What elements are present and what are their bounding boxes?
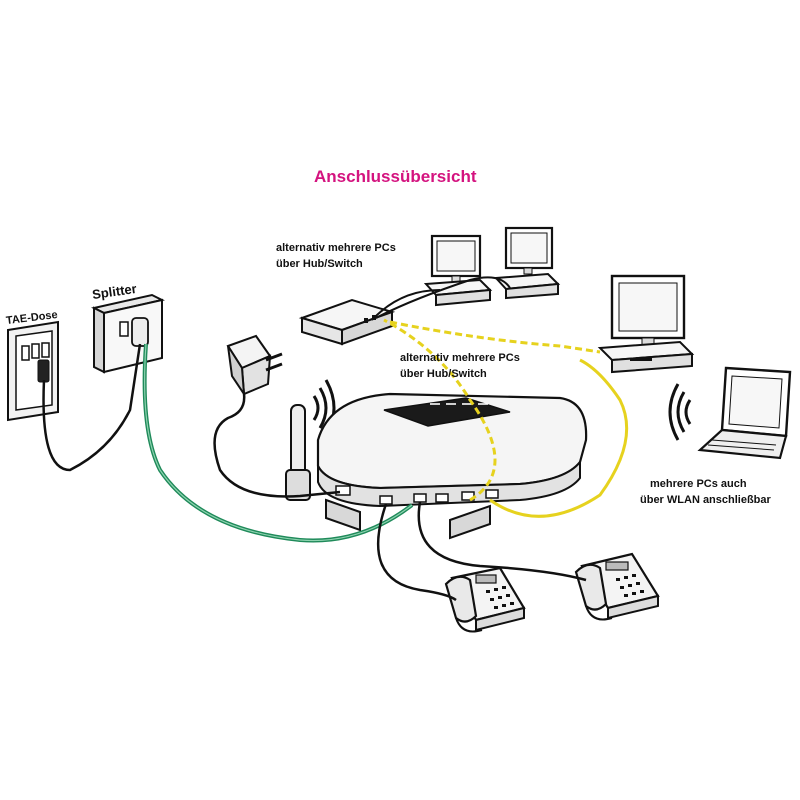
ethernet-cable (489, 358, 629, 518)
power-adapter-icon (226, 334, 283, 398)
label-hub-mid-1: alternativ mehrere PCs (400, 352, 520, 364)
network-cable (371, 289, 441, 321)
phone-cable (376, 503, 457, 602)
desktop-pc-icon (597, 274, 695, 374)
ethernet-cable (389, 320, 601, 354)
tae-socket-icon (7, 320, 59, 422)
router-icon (285, 392, 588, 540)
hub-switch-icon (298, 298, 396, 346)
desktop-pc-icon (493, 226, 561, 300)
laptop-icon (697, 366, 792, 460)
label-hub-mid-2: über Hub/Switch (400, 368, 487, 380)
title: Anschlussübersicht (314, 167, 477, 186)
network-cable (375, 276, 511, 319)
label-wlan-1: mehrere PCs auch (650, 478, 747, 490)
label-hub-top-2: über Hub/Switch (276, 258, 363, 270)
phone-cable (42, 343, 142, 472)
label-hub-top-1: alternativ mehrere PCs (276, 242, 396, 254)
wlan-signal-icon (668, 383, 692, 441)
splitter-icon (91, 293, 165, 374)
telephone-icon (444, 566, 526, 632)
ethernet-cable (383, 318, 497, 502)
telephone-icon (574, 552, 660, 620)
desktop-pc-icon (423, 234, 493, 307)
phone-cable (417, 501, 587, 582)
label-wlan-2: über WLAN anschließbar (640, 494, 771, 506)
power-cable (213, 393, 341, 498)
